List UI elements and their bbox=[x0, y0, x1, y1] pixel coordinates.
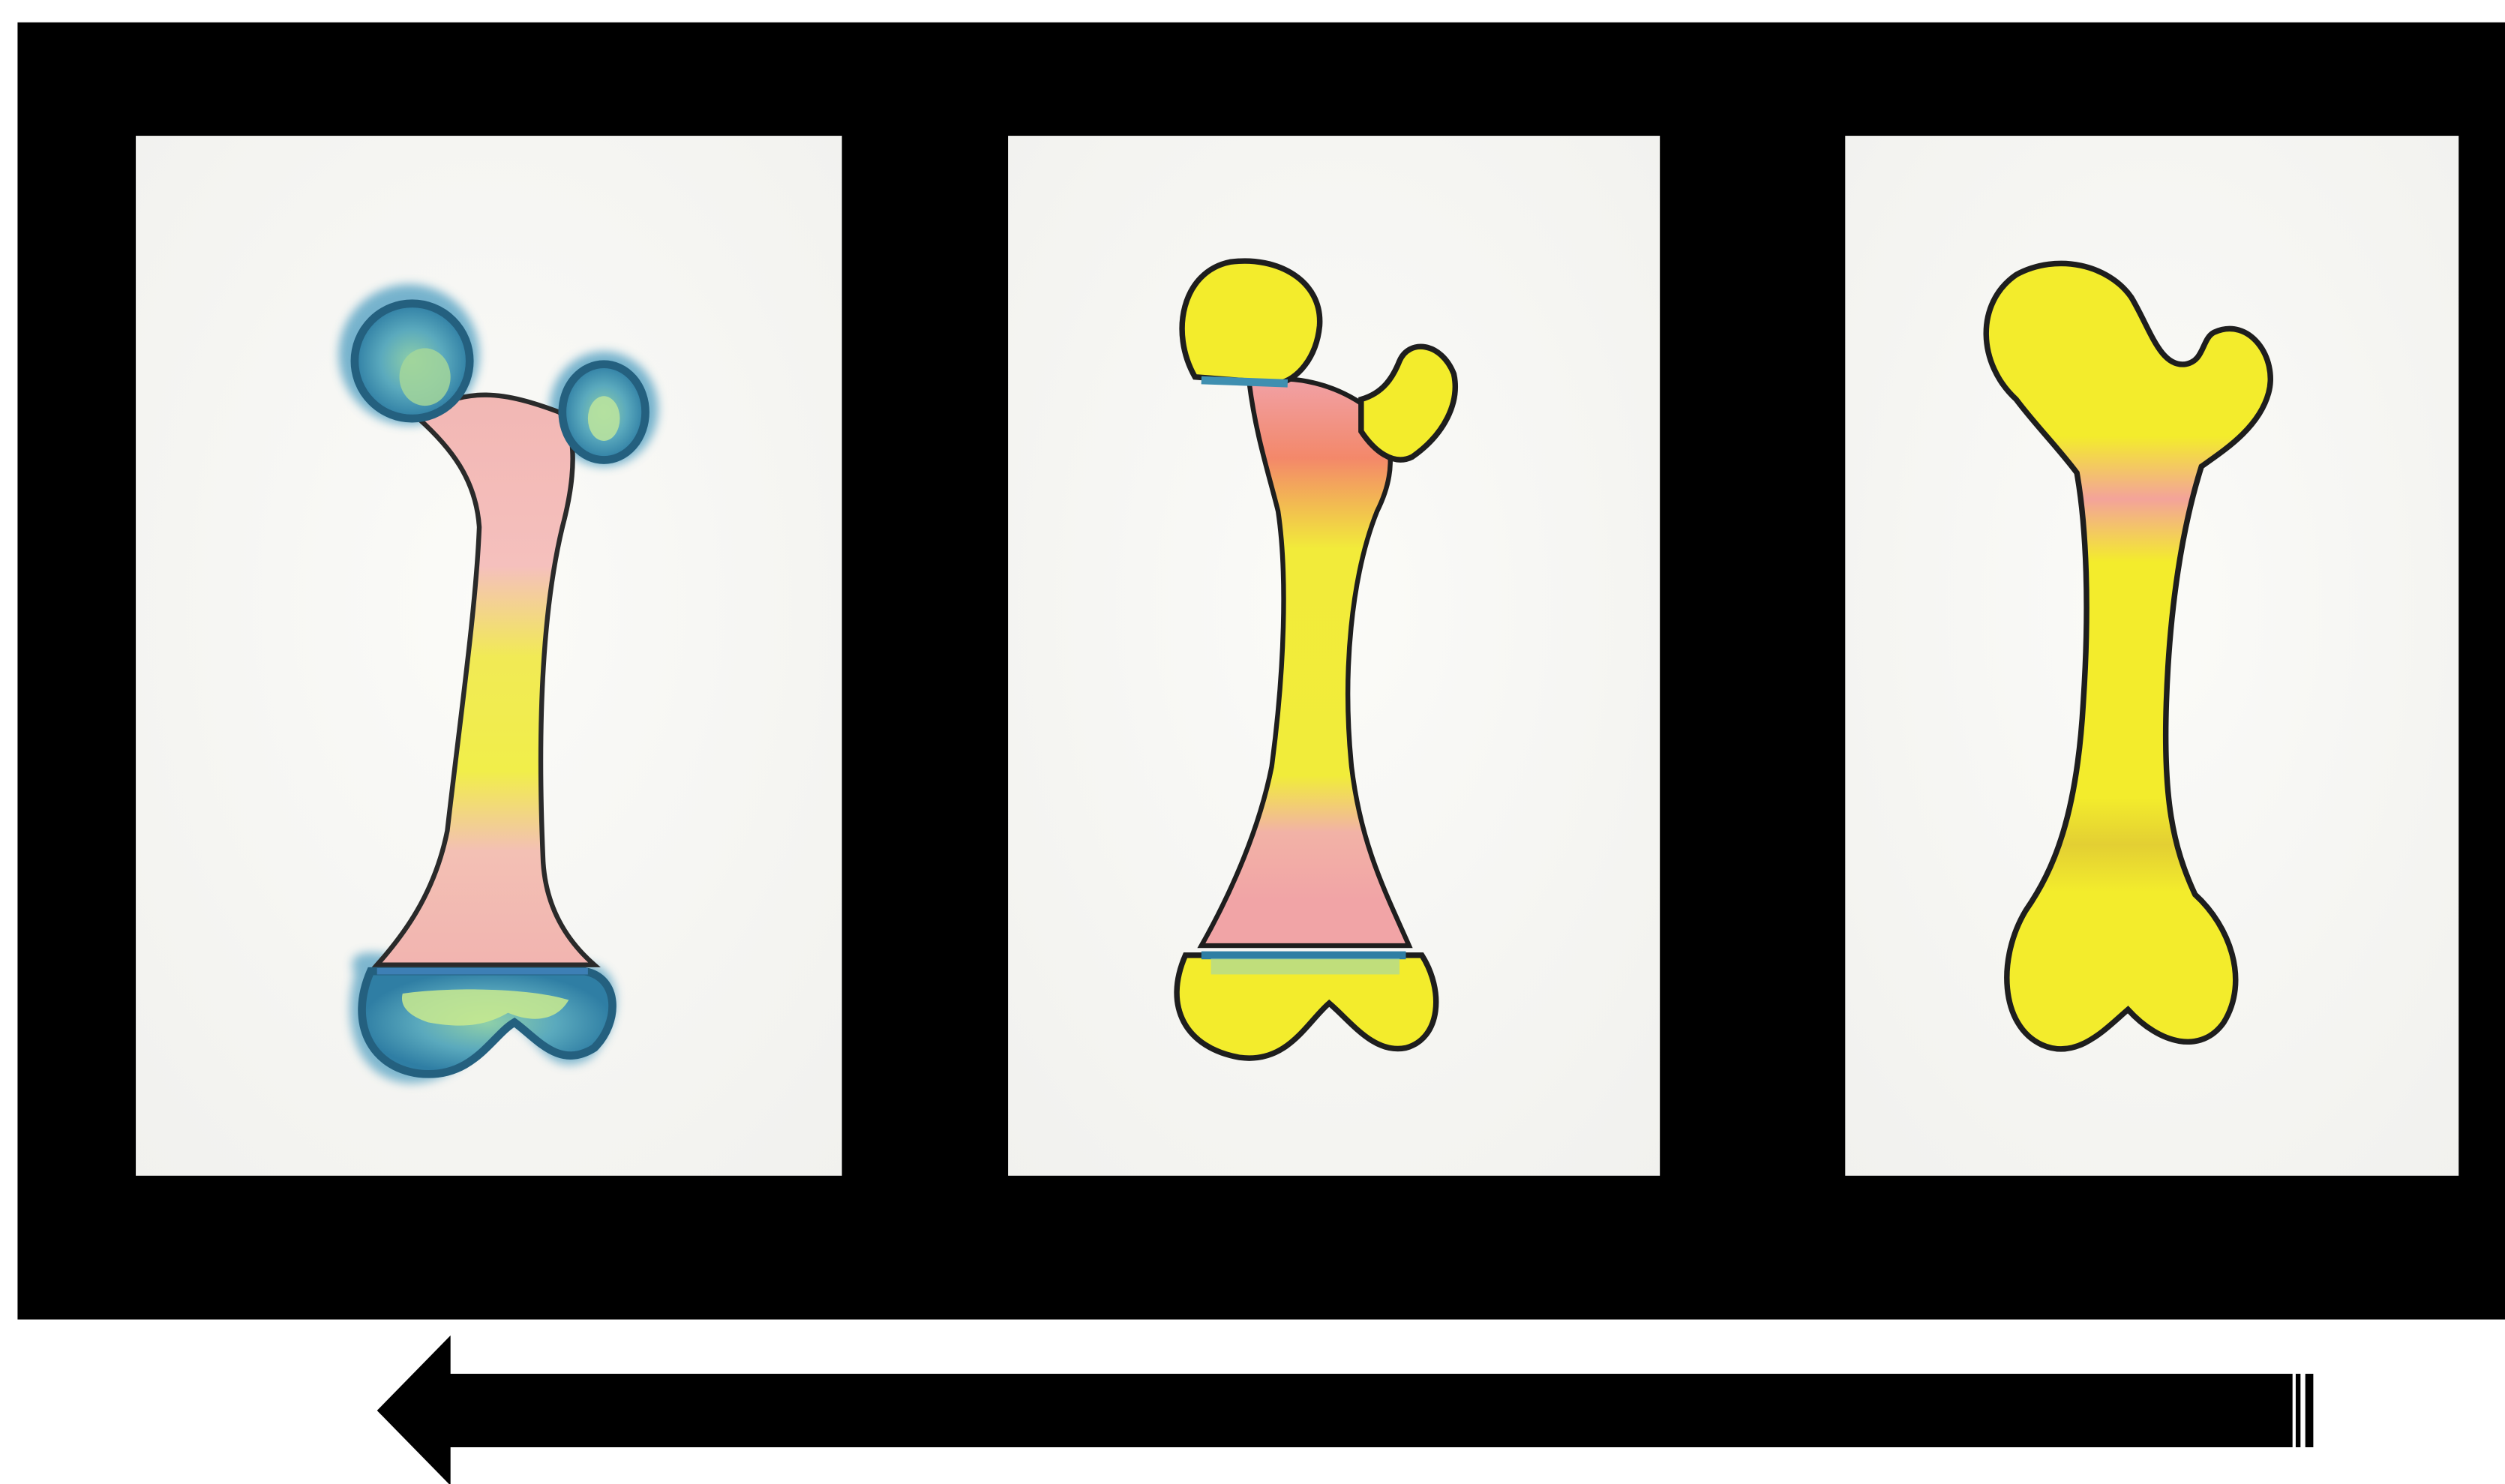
bone-1-trochanter-inner bbox=[588, 396, 620, 441]
arrow-tail-bar-2 bbox=[2306, 1374, 2314, 1447]
bone-2-head-plate bbox=[1202, 380, 1288, 383]
arrow-shaft bbox=[447, 1374, 2292, 1447]
arrow-tail-bar-1 bbox=[2296, 1374, 2300, 1447]
bone-2-head bbox=[1182, 261, 1320, 383]
arrow-head bbox=[377, 1336, 451, 1484]
bone-2-growth-plate-tint bbox=[1211, 958, 1400, 974]
direction-arrow bbox=[377, 1336, 2314, 1484]
bone-1-head-inner bbox=[400, 348, 451, 406]
